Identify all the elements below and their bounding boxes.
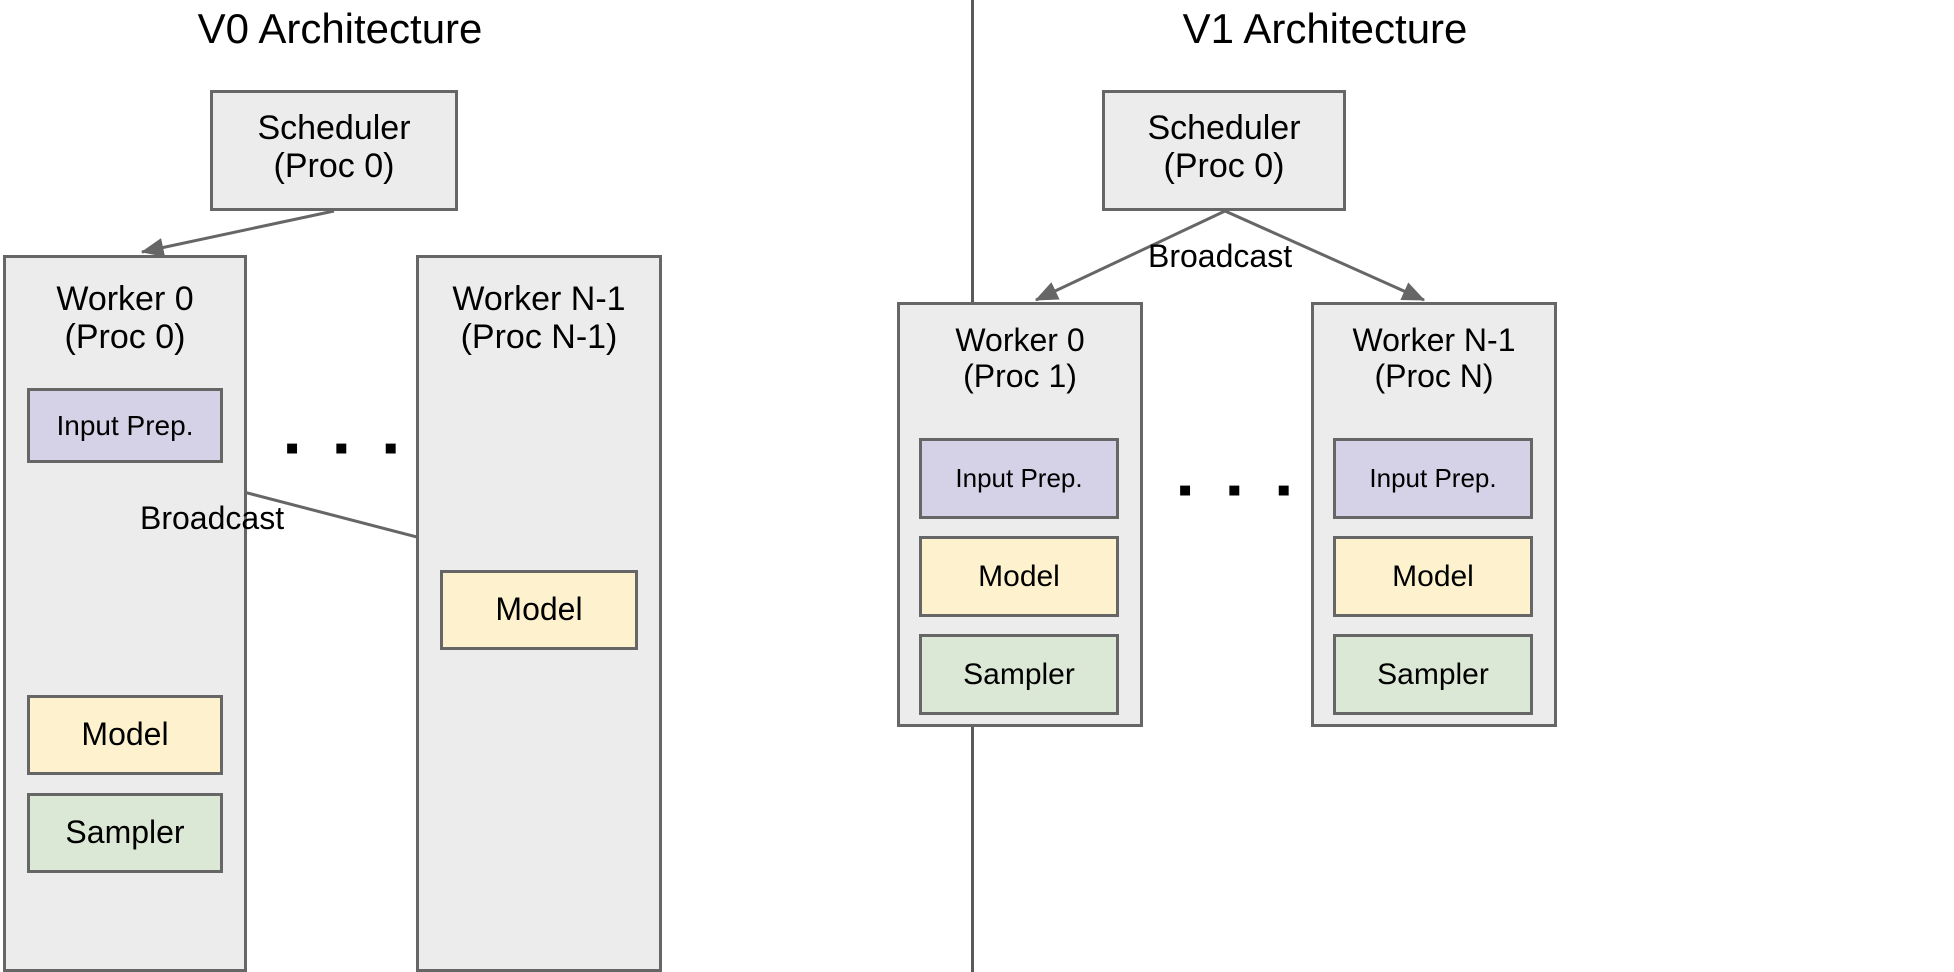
v1-scheduler-box[interactable]: Scheduler (Proc 0) bbox=[1102, 90, 1346, 211]
v1-panel-title: V1 Architecture bbox=[1182, 5, 1468, 52]
v1-ellipsis: ▪ ▪ ▪ bbox=[1178, 468, 1303, 512]
v1-worker-n1-sampler-box[interactable]: Sampler bbox=[1333, 634, 1533, 715]
v0-scheduler-box[interactable]: Scheduler (Proc 0) bbox=[210, 90, 458, 211]
v0-worker-0-input-prep-box[interactable]: Input Prep. bbox=[27, 388, 223, 463]
v0-worker-0-sampler-box[interactable]: Sampler bbox=[27, 793, 223, 873]
v1-worker-0-sampler-label: Sampler bbox=[963, 657, 1075, 691]
v1-worker-0-model-box[interactable]: Model bbox=[919, 536, 1119, 617]
v1-worker-0-input-prep-label: Input Prep. bbox=[955, 462, 1083, 493]
v1-worker-n1-model-box[interactable]: Model bbox=[1333, 536, 1533, 617]
v0-panel-title: V0 Architecture bbox=[197, 5, 483, 52]
v1-worker-n1-input-prep-box[interactable]: Input Prep. bbox=[1333, 438, 1533, 519]
v1-worker-n1-input-prep-label: Input Prep. bbox=[1369, 462, 1497, 493]
v1-worker-0-line1: Worker 0 bbox=[955, 322, 1085, 358]
arrow-v0-scheduler-to-worker0 bbox=[140, 209, 335, 257]
v0-worker-0-line2: (Proc 0) bbox=[64, 318, 186, 357]
v0-worker-n1-model-box[interactable]: Model bbox=[440, 570, 638, 650]
v0-worker-0-model-box[interactable]: Model bbox=[27, 695, 223, 775]
v1-worker-0-input-prep-box[interactable]: Input Prep. bbox=[919, 438, 1119, 519]
v1-worker-n1-sampler-label: Sampler bbox=[1377, 657, 1489, 691]
v1-worker-n1-model-label: Model bbox=[1392, 559, 1474, 593]
v1-scheduler-line1: Scheduler bbox=[1147, 109, 1301, 147]
v0-worker-0-model-label: Model bbox=[81, 716, 169, 753]
v0-worker-0-line1: Worker 0 bbox=[56, 280, 194, 318]
v0-scheduler-line1: Scheduler bbox=[257, 109, 411, 147]
v0-worker-n1-line2: (Proc N-1) bbox=[460, 318, 618, 357]
v1-worker-0-line2: (Proc 1) bbox=[963, 357, 1077, 394]
v0-worker-0-sampler-label: Sampler bbox=[65, 814, 185, 851]
v0-broadcast-label: Broadcast bbox=[140, 500, 285, 536]
v1-scheduler-line2: (Proc 0) bbox=[1163, 147, 1285, 186]
v0-worker-n1-line1: Worker N-1 bbox=[452, 280, 626, 318]
v0-ellipsis: ▪ ▪ ▪ bbox=[285, 426, 410, 470]
v1-worker-n1-line1: Worker N-1 bbox=[1352, 322, 1516, 358]
v0-worker-0-input-prep-label: Input Prep. bbox=[56, 409, 194, 441]
v0-worker-n1-model-label: Model bbox=[495, 591, 583, 628]
v1-worker-n1-line2: (Proc N) bbox=[1374, 357, 1494, 394]
v1-worker-0-sampler-box[interactable]: Sampler bbox=[919, 634, 1119, 715]
v0-scheduler-line2: (Proc 0) bbox=[273, 147, 395, 186]
v1-broadcast-label: Broadcast bbox=[1148, 238, 1293, 274]
v1-worker-0-model-label: Model bbox=[978, 559, 1060, 593]
